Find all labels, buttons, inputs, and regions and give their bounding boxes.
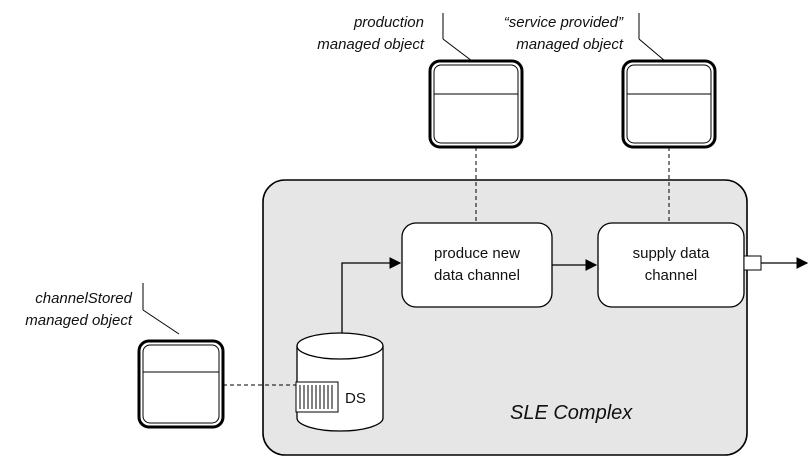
- supply-process-label-line2: channel: [645, 267, 698, 284]
- production-mo-label-line2: managed object: [317, 36, 425, 53]
- channel-stored-managed-object: channelStored managed object: [25, 283, 225, 429]
- service-provided-managed-object: “service provided” managed object: [504, 13, 717, 149]
- ds-to-produce-arrow: [341, 257, 402, 358]
- data-store-tape-marks: [299, 385, 333, 409]
- output-port: [743, 255, 762, 271]
- channel-stored-mo-label-leader: [142, 309, 180, 335]
- service-provided-mo-label-line2: managed object: [516, 36, 624, 53]
- data-store-tape-strip: [295, 381, 339, 413]
- production-mo-label-leader: [442, 38, 473, 62]
- produce-new-data-channel-process: produce new data channel: [401, 222, 553, 308]
- supply-data-channel-process: supply data channel: [597, 222, 745, 308]
- sle-complex-label: SLE Complex: [510, 402, 633, 424]
- produce-process-label-line1: produce new: [434, 245, 520, 262]
- channel-stored-mo-label-line1: channelStored: [35, 290, 132, 307]
- data-store-cylinder: DS: [295, 332, 384, 432]
- production-managed-object: production managed object: [317, 13, 524, 149]
- production-mo-label-line1: production: [353, 14, 424, 31]
- data-store-label: DS: [345, 390, 366, 407]
- supply-process-label-line1: supply data: [633, 245, 710, 262]
- produce-process-label-line2: data channel: [434, 267, 520, 284]
- channel-stored-mo-label-line2: managed object: [25, 312, 133, 329]
- service-provided-mo-label-line1: “service provided”: [504, 14, 624, 31]
- service-provided-mo-label-leader: [638, 38, 666, 62]
